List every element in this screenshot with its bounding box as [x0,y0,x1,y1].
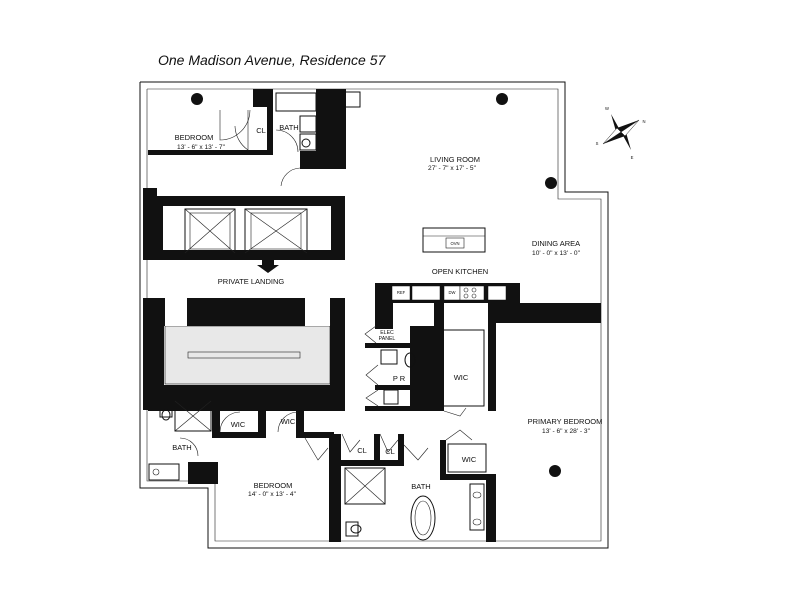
north-core-walls [148,89,361,187]
compass-n-label: N [642,119,645,124]
closet-label: CL [256,126,266,135]
living-room-label: LIVING ROOM [430,155,480,164]
bedroom-nw-size: 13' - 6" x 13' - 7" [177,144,226,151]
stair-core [148,298,345,411]
dw-label: DW [449,290,456,295]
powder-room-core [364,325,485,417]
dining-area-size: 10' - 0" x 13' - 0" [532,250,581,257]
compass-w-label: W [605,106,609,111]
closet-bath-label: CL [357,446,367,455]
primary-bath-label: BATH [411,482,430,491]
dining-area-label: DINING AREA [532,239,580,248]
kitchen: REF DW OVN [375,227,601,411]
bedroom-sw-label: BEDROOM [254,481,293,490]
open-kitchen-label: OPEN KITCHEN [432,267,488,276]
ref-label: REF [397,290,406,295]
room-labels: BEDROOM 13' - 6" x 13' - 7" CL BATH LIVI… [172,123,602,498]
closet-bath2-label: CL [385,447,395,456]
powder-room-label: P R [393,374,406,383]
private-landing-label: PRIVATE LANDING [218,277,285,286]
bedroom-nw-label: BEDROOM [175,133,214,142]
columns [191,93,561,477]
bedroom-sw-size: 14' - 0" x 13' - 4" [248,491,297,498]
primary-bedroom-label: PRIMARY BEDROOM [528,417,603,426]
plan-title: One Madison Avenue, Residence 57 [158,52,386,68]
living-room-size: 27' - 7" x 17' - 5" [428,165,477,172]
wic-primary-label: WIC [454,373,469,382]
elec-panel-label-2: PANEL [379,336,396,342]
arrow-down-icon [257,260,279,273]
southwest-walls [148,398,334,481]
bath-label: BATH [279,123,298,132]
compass-s-label: S [596,141,599,146]
compass-e-label: E [631,155,634,160]
elec-panel-label: ELEC [380,330,394,336]
primary-bedroom-size: 13' - 6" x 28' - 3" [542,428,591,435]
primary-bath [329,429,496,542]
bath-sw-label: BATH [172,443,191,452]
wic-sw-label: WIC [231,420,246,429]
wic-bath-label: WIC [462,455,477,464]
compass-rose-icon: W N S E [596,106,646,160]
ovn-label: OVN [450,241,459,246]
elevator-core [157,196,345,273]
wic-sw2-label: WIC [281,417,296,426]
